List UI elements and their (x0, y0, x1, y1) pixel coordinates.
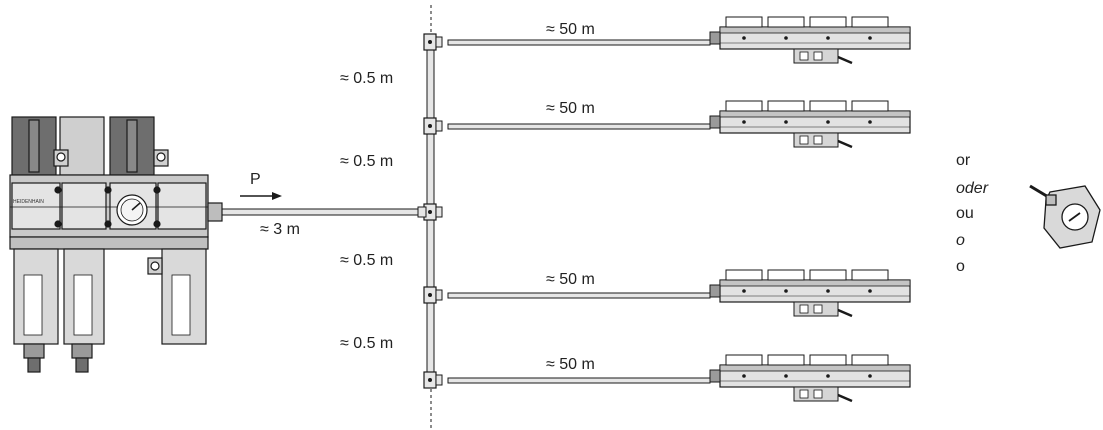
tee-fitting (423, 371, 443, 389)
branch-length-label: ≈ 50 m (546, 356, 595, 373)
tee-fitting (423, 33, 443, 51)
branch-pipe (447, 123, 711, 130)
alternative-word: oder (956, 180, 989, 197)
alternative-word: o (956, 258, 965, 275)
spacing-label: ≈ 0.5 m (340, 252, 394, 269)
branch-length-label: ≈ 50 m (546, 21, 595, 38)
tee-fitting (423, 286, 443, 304)
branch-pipe (447, 39, 711, 46)
supply-length-label: ≈ 3 m (260, 221, 300, 238)
branch-pipe (447, 377, 711, 384)
branch-length-label: ≈ 50 m (546, 100, 595, 117)
alternative-word: ou (956, 205, 974, 222)
linear-encoder (708, 268, 912, 318)
tee-fitting (423, 117, 443, 135)
spacing-label: ≈ 0.5 m (340, 70, 394, 87)
branch-pipe (447, 292, 711, 299)
compressed-air-unit (9, 116, 223, 373)
linear-encoder (708, 353, 912, 403)
branch-length-label: ≈ 50 m (546, 271, 595, 288)
linear-encoder (708, 99, 912, 149)
spacing-label: ≈ 0.5 m (340, 153, 394, 170)
unit-brand-label: HEIDENHAIN (13, 199, 44, 205)
alternative-word: o (956, 232, 965, 249)
alternative-word: or (956, 152, 971, 169)
alternative-sensor-device (1029, 184, 1101, 249)
supply-pipe (221, 208, 423, 216)
tee-fitting (423, 203, 443, 221)
spacing-label: ≈ 0.5 m (340, 335, 394, 352)
flow-label: P (250, 171, 261, 188)
linear-encoder (708, 15, 912, 65)
